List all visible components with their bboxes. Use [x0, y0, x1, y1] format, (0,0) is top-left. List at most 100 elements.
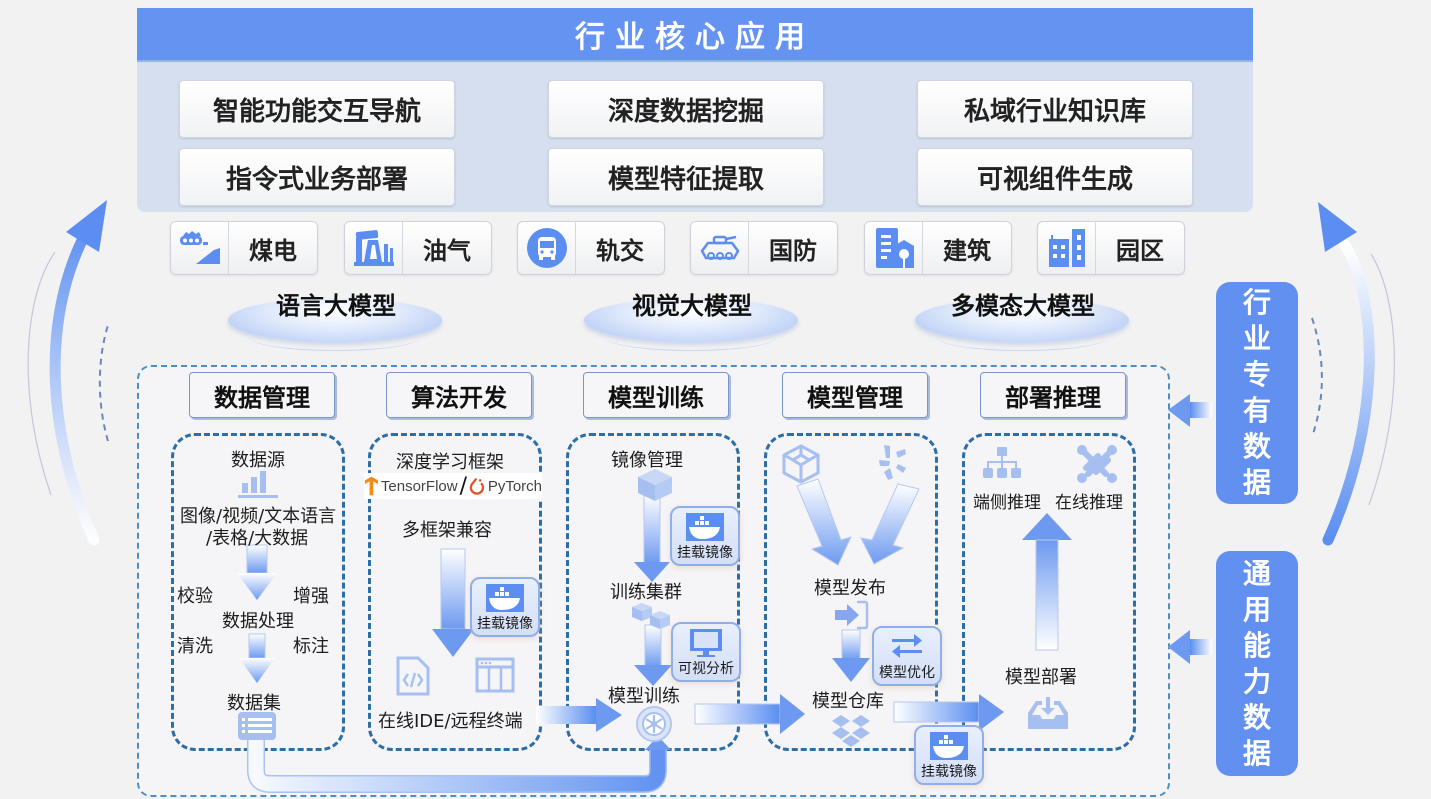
dropbox-icon — [832, 715, 870, 747]
disc-shadow — [250, 324, 420, 351]
disc-shadow — [937, 324, 1107, 351]
model-label: 多模态大模型 — [951, 292, 1095, 320]
badge-visual-analysis[interactable]: 可视分析 — [671, 622, 741, 682]
side-char: 能 — [1242, 628, 1271, 662]
badge-label: 挂载镜像 — [921, 764, 977, 780]
column-title-deployment-inference[interactable]: 部署推理 — [980, 372, 1126, 418]
label-data-types-2: /表格/大数据 — [206, 528, 309, 549]
docker-icon — [686, 513, 724, 541]
industry-label: 轨交 — [596, 236, 644, 265]
monitor-icon — [690, 629, 722, 657]
arrow-left-general-data — [1168, 630, 1212, 664]
badge-mount-image-training[interactable]: 挂载镜像 — [670, 506, 740, 566]
app-card-smart-navigation[interactable]: 智能功能交互导航 — [179, 80, 455, 138]
arrow-down-repo — [832, 629, 870, 682]
industry-label: 园区 — [1116, 236, 1164, 265]
hierarchy-icon — [983, 447, 1021, 478]
column-box-model-management — [764, 433, 938, 751]
cube-icon — [638, 469, 672, 501]
model-language[interactable]: 语言大模型 — [228, 284, 444, 358]
column-title-model-training[interactable]: 模型训练 — [583, 372, 729, 418]
side-char: 据 — [1242, 736, 1271, 770]
side-char: 通 — [1242, 556, 1271, 590]
arrow-down-process — [237, 544, 277, 600]
app-card-visual-components[interactable]: 可视组件生成 — [917, 148, 1193, 206]
arrow-right-to-training — [536, 698, 622, 732]
label-verify: 校验 — [177, 586, 213, 607]
app-card-feature-extraction[interactable]: 模型特征提取 — [548, 148, 824, 206]
training-wheel-icon — [636, 706, 672, 742]
framework-logos: TensorFlow / PyTorch — [364, 473, 542, 499]
arrow-down-train — [634, 624, 672, 686]
industry-label: 煤电 — [249, 236, 297, 265]
model-vision[interactable]: 视觉大模型 — [584, 284, 800, 358]
column-box-algorithm-development — [368, 433, 542, 751]
column-title-algorithm-development[interactable]: 算法开发 — [386, 372, 532, 418]
label-model-repository: 模型仓库 — [812, 691, 884, 712]
side-char: 有 — [1242, 394, 1271, 427]
industry-rail-transit[interactable]: 轨交 — [517, 221, 665, 275]
badge-model-optimize[interactable]: 模型优化 — [872, 626, 942, 686]
side-char: 数 — [1242, 700, 1271, 734]
badge-label: 挂载镜像 — [677, 545, 733, 561]
side-char: 用 — [1242, 592, 1271, 626]
label-multi-framework: 多框架兼容 — [402, 520, 492, 541]
arrow-right-to-management — [694, 694, 805, 734]
industry-label: 建筑 — [943, 236, 991, 265]
industry-defense[interactable]: 国防 — [690, 221, 838, 275]
pytorch-label: PyTorch — [487, 477, 542, 495]
side-char: 据 — [1242, 466, 1271, 499]
arrow-down-cluster — [634, 493, 670, 582]
model-multimodal[interactable]: 多模态大模型 — [915, 284, 1131, 358]
label-data-types-1: 图像/视频/文本语言 — [180, 506, 337, 527]
app-card-knowledge-base[interactable]: 私域行业知识库 — [917, 80, 1193, 138]
side-char: 数 — [1242, 430, 1271, 463]
bus-icon — [518, 222, 576, 274]
arrow-left-industry-data — [1168, 394, 1212, 427]
industry-construction[interactable]: 建筑 — [864, 221, 1012, 275]
building-icon — [865, 222, 923, 274]
industry-label: 油气 — [423, 236, 471, 265]
wireframe-cube-icon — [782, 444, 820, 484]
arrow-diagonal-left — [796, 478, 852, 566]
disc-shadow — [606, 324, 776, 351]
side-char: 力 — [1242, 664, 1271, 698]
app-card-command-deployment[interactable]: 指令式业务部署 — [179, 148, 455, 206]
oil-pump-icon — [345, 222, 403, 274]
app-card-data-mining[interactable]: 深度数据挖掘 — [548, 80, 824, 138]
code-file-icon — [396, 656, 430, 696]
industry-coal-power[interactable]: 煤电 — [170, 221, 318, 275]
label-annotate: 标注 — [293, 636, 329, 657]
cluster-cubes-icon — [632, 603, 670, 629]
general-capability-data-label[interactable]: 通 用 能 力 数 据 — [1216, 551, 1298, 776]
industry-oil-gas[interactable]: 油气 — [344, 221, 492, 275]
badge-mount-image-algo[interactable]: 挂载镜像 — [470, 577, 540, 637]
arrow-right-to-deployment — [893, 694, 1004, 731]
label-training-cluster: 训练集群 — [610, 582, 682, 603]
side-char: 行 — [1242, 286, 1271, 319]
park-buildings-icon — [1038, 222, 1096, 274]
column-title-model-management[interactable]: 模型管理 — [782, 372, 928, 418]
side-char: 专 — [1242, 358, 1271, 391]
industry-label: 国防 — [769, 236, 817, 265]
industry-specific-data-label[interactable]: 行 业 专 有 数 据 — [1216, 282, 1298, 504]
label-clean: 清洗 — [177, 636, 213, 657]
terminal-window-icon — [475, 657, 515, 693]
badge-mount-image-management[interactable]: 挂载镜像 — [914, 725, 984, 785]
arrow-down-dataset — [239, 633, 275, 683]
core-applications-panel: 行业核心应用 智能功能交互导航 深度数据挖掘 私域行业知识库 指令式业务部署 模… — [137, 8, 1253, 212]
badge-label: 模型优化 — [879, 665, 935, 681]
industry-park[interactable]: 园区 — [1037, 221, 1185, 275]
download-tray-icon — [1028, 697, 1068, 729]
label-model-publish: 模型发布 — [814, 578, 886, 599]
core-applications-title: 行业核心应用 — [137, 8, 1253, 62]
tensorflow-logo-icon — [364, 476, 378, 496]
docker-icon — [930, 732, 968, 760]
label-dl-framework: 深度学习框架 — [396, 452, 504, 473]
spark-burst-icon — [879, 445, 906, 480]
column-title-data-management[interactable]: 数据管理 — [189, 372, 335, 418]
dataset-list-icon — [238, 712, 276, 740]
label-edge-inference: 端侧推理 — [973, 493, 1041, 513]
